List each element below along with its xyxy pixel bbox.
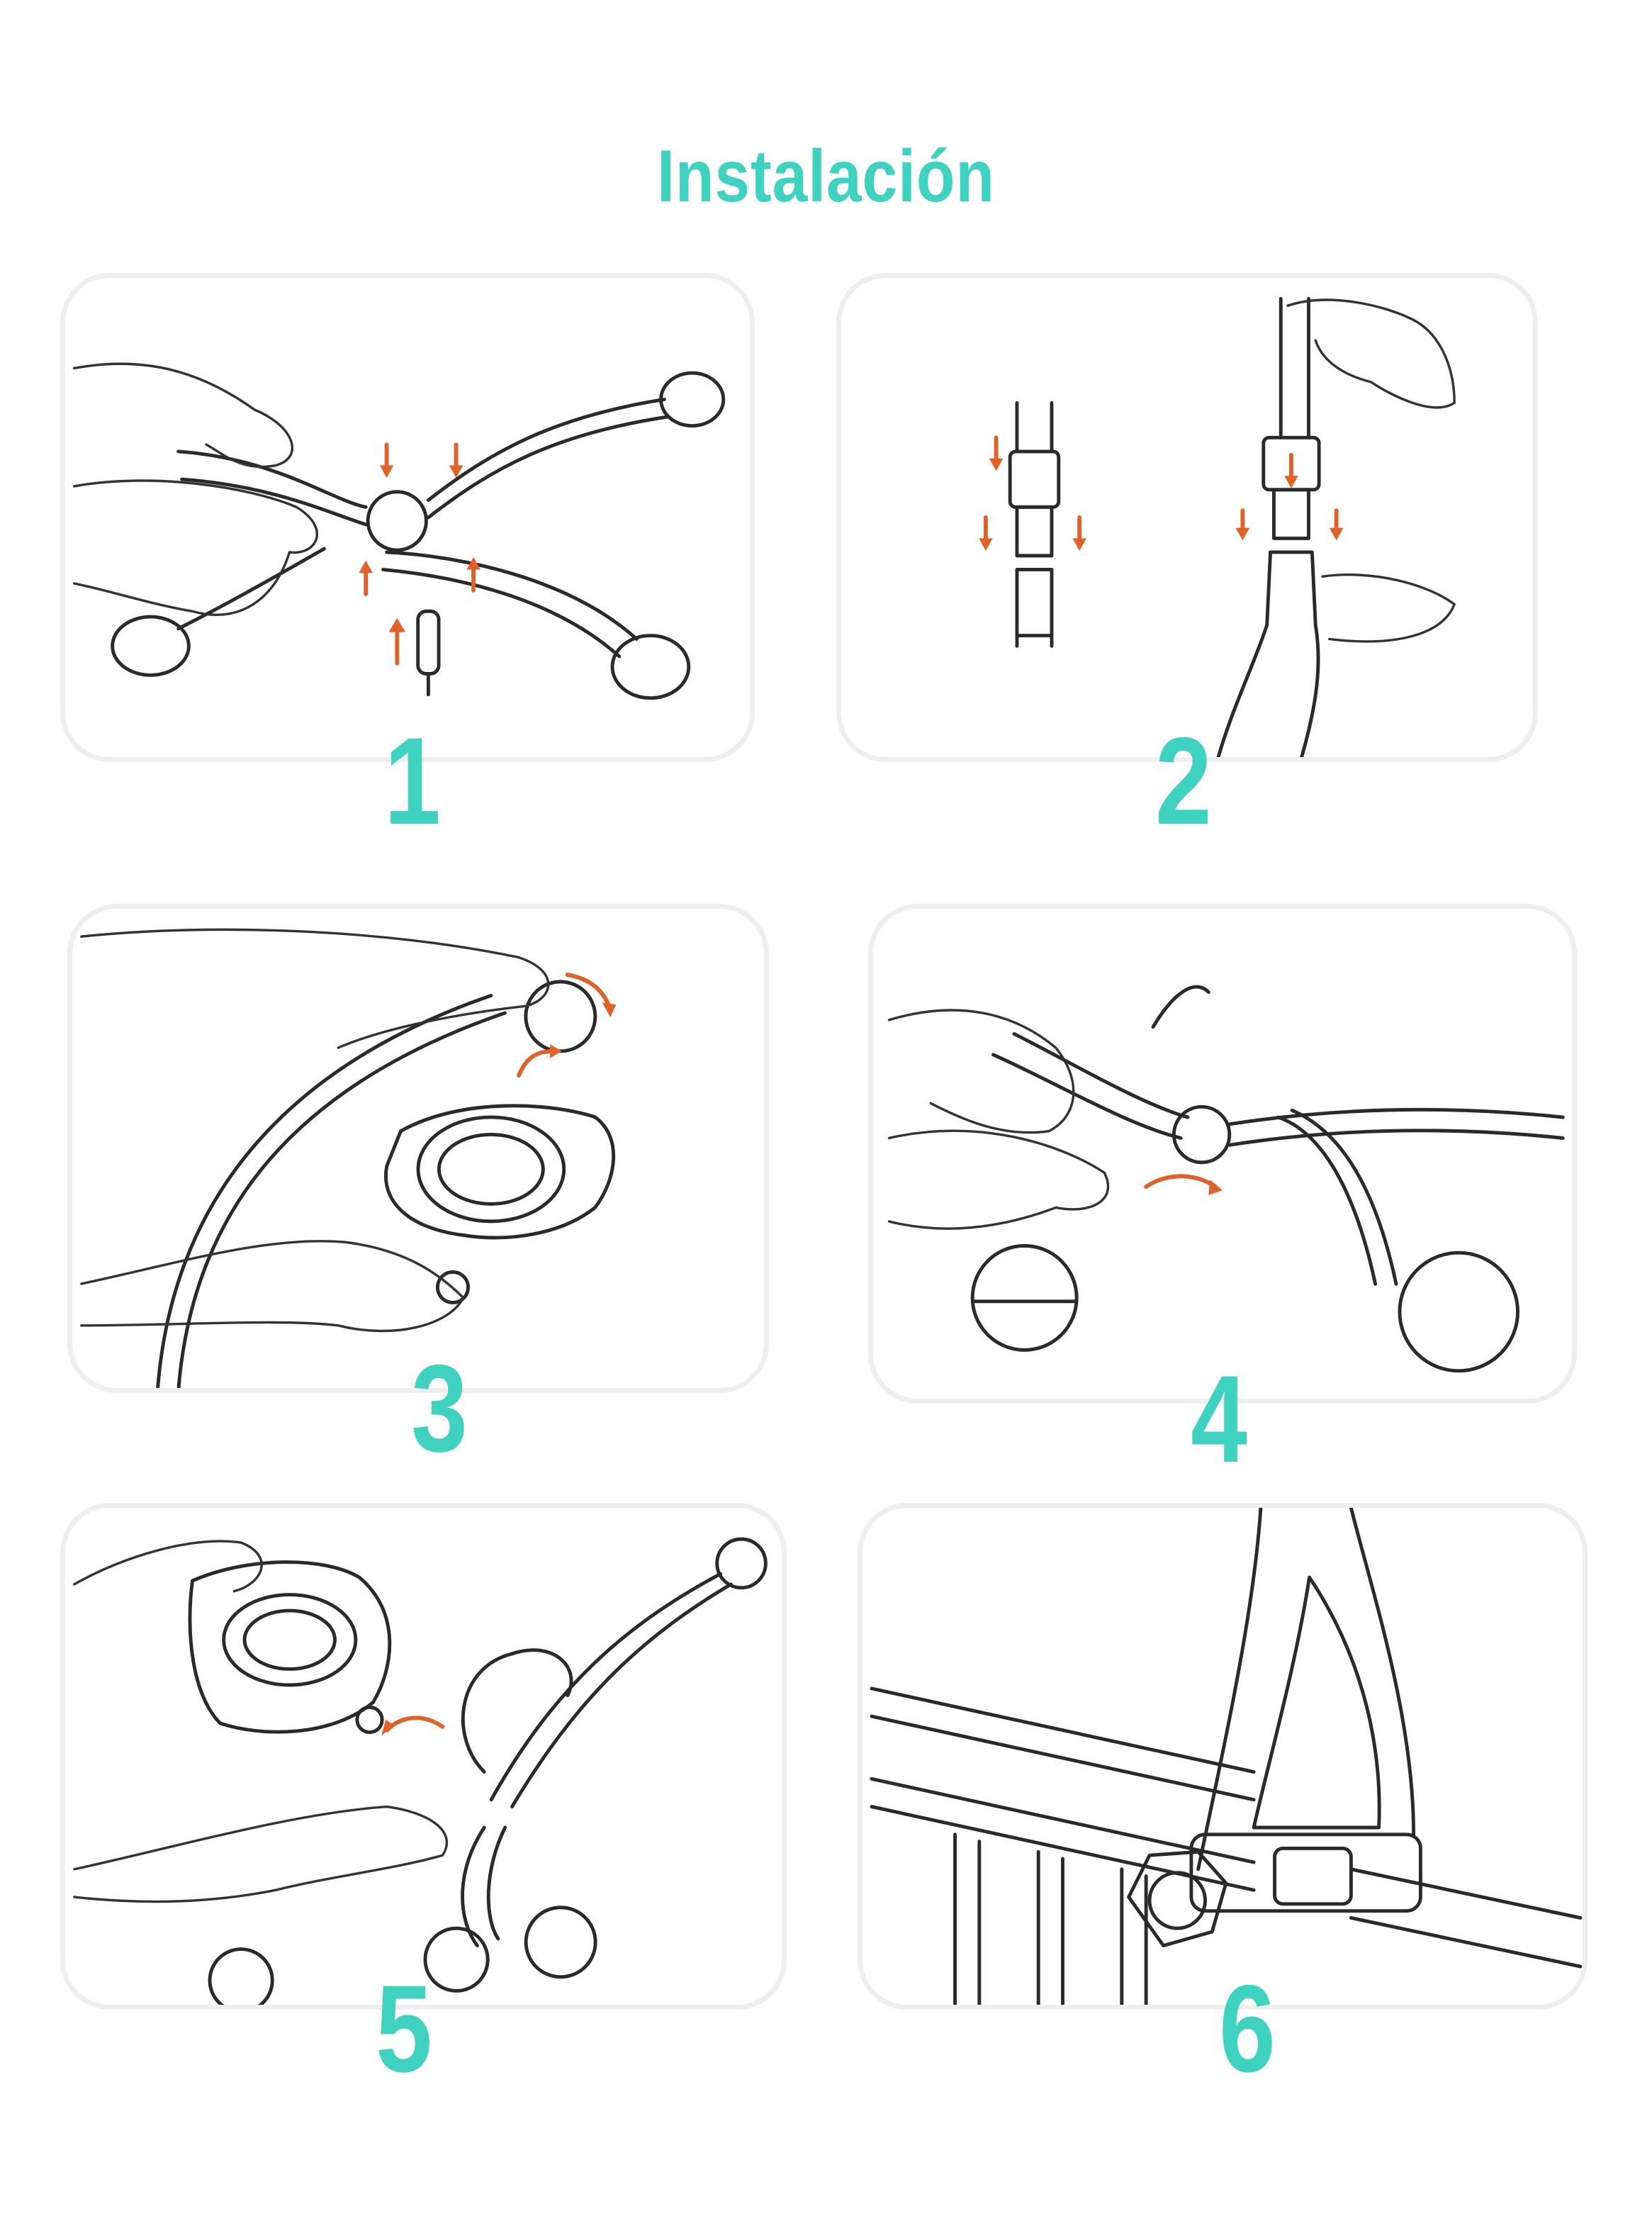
arrow-up-icon [359,560,373,596]
step-4-number: 4 [1191,1350,1247,1489]
step-5-panel [60,1503,787,2010]
step-3-number: 3 [411,1340,468,1478]
arrow-down-icon [449,442,463,478]
arrow-down-icon [989,435,1004,471]
step-5-number: 5 [376,1960,432,2098]
arrow-down-icon [379,442,394,478]
step-1-number: 1 [384,712,441,851]
step-1-illustration [73,362,726,700]
curved-arrow-icon [1144,1174,1223,1195]
curved-arrow-icon [565,973,617,1017]
step-5-illustration [73,1537,768,2005]
arrow-up-icon [388,618,406,666]
step-6-number: 6 [1219,1960,1276,2098]
step-1-panel [60,273,755,762]
arrow-down-icon [979,515,993,552]
curved-arrow-icon [381,1716,445,1736]
step-3-panel [67,904,769,1393]
step-2-number: 2 [1155,712,1212,851]
arrow-down-icon [1072,515,1086,552]
page-title: Instalación [657,135,995,218]
step-2-illustration [979,296,1456,757]
step-4-panel [868,904,1577,1404]
step-3-illustration [80,928,617,1388]
arrow-down-icon [1235,508,1250,541]
step-6-panel [858,1503,1588,2010]
arrow-down-icon [1329,508,1344,541]
arrow-up-icon [466,556,481,593]
curved-arrow-icon [517,1044,562,1078]
step-2-panel [836,273,1538,762]
step-6-illustration [870,1508,1583,2005]
arrow-down-icon [1284,452,1298,488]
step-4-illustration [887,985,1565,1373]
